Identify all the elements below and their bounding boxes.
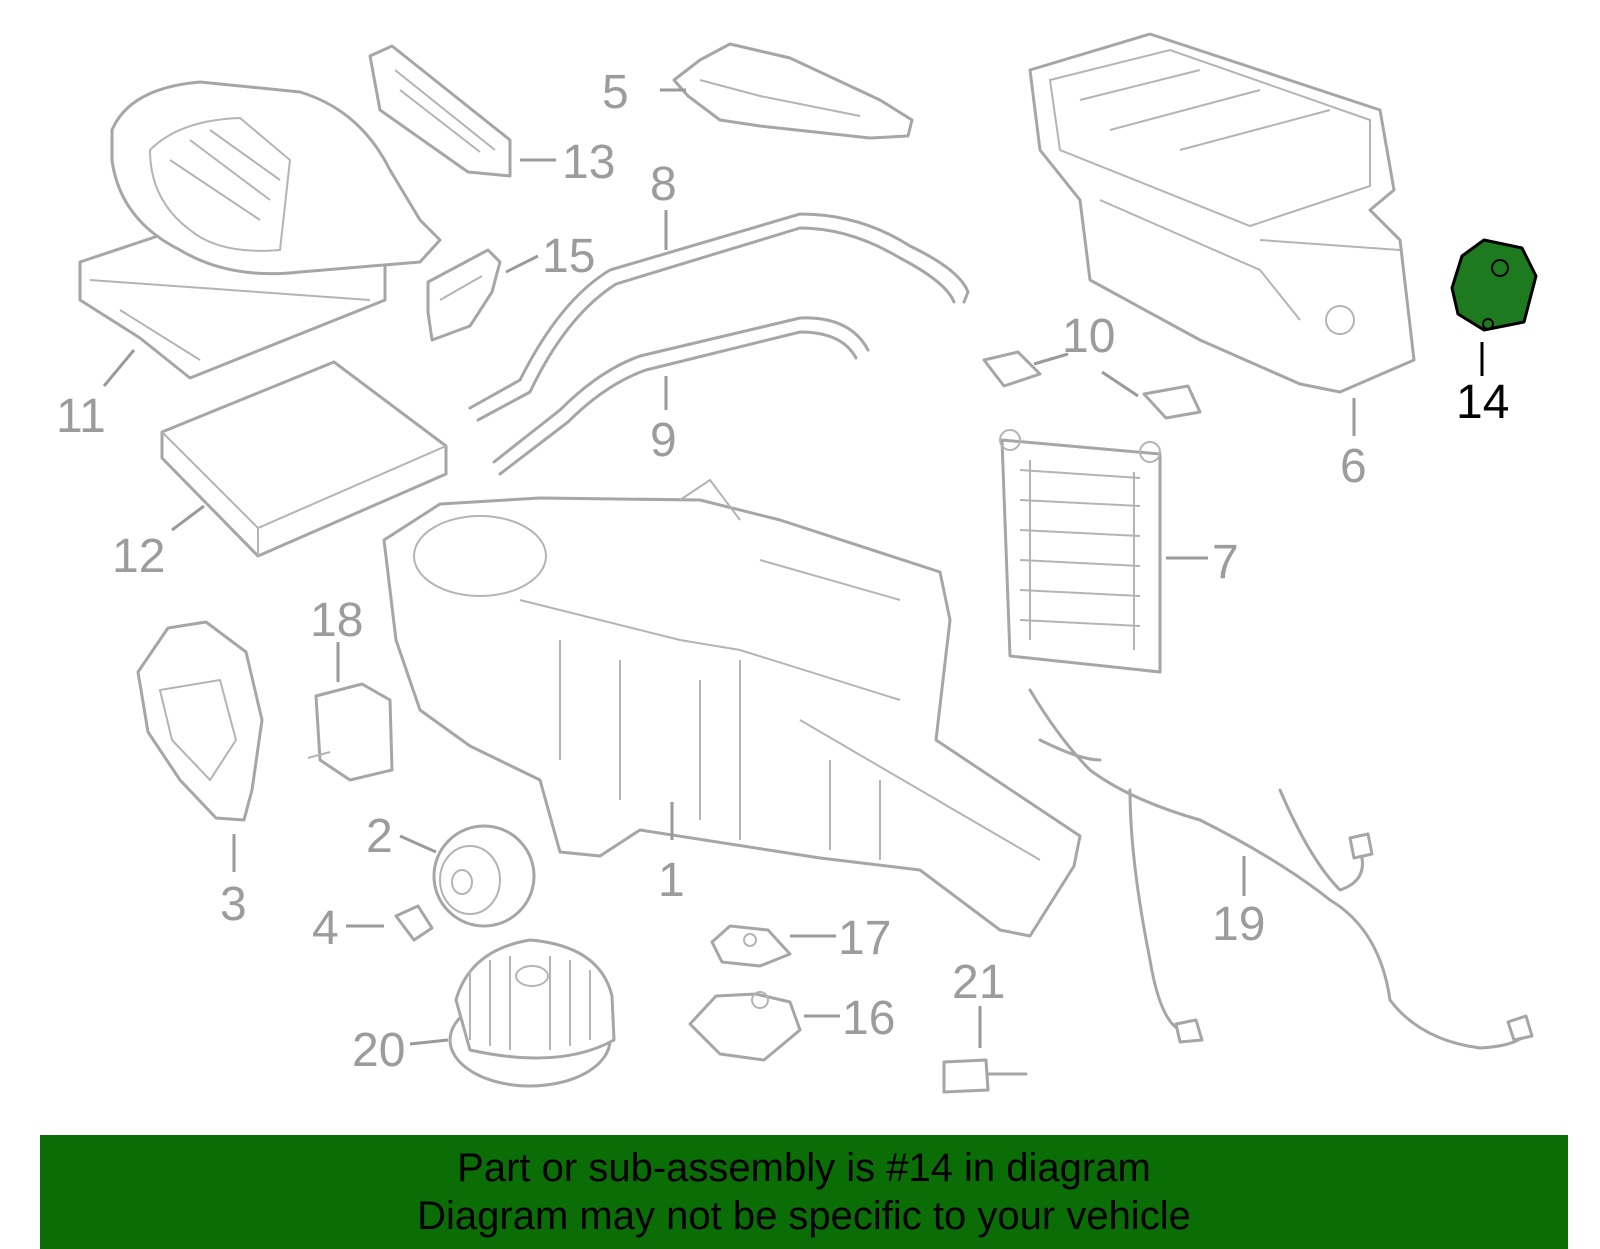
callout-21: 21 xyxy=(952,956,1005,1009)
callout-3: 3 xyxy=(220,878,247,931)
part-18-valve xyxy=(307,682,394,782)
leader-12 xyxy=(171,504,205,532)
part-4-bushing xyxy=(394,904,434,942)
part-10-clips xyxy=(982,350,1202,420)
part-2-motor-plate xyxy=(432,824,536,928)
part-21-sensor xyxy=(942,1058,1028,1094)
part-19-harness xyxy=(1028,688,1534,1050)
part-20-blower xyxy=(448,938,616,1088)
leader-15 xyxy=(505,254,539,274)
leader-10b xyxy=(1101,370,1139,398)
callout-18: 18 xyxy=(310,594,363,647)
part-3-seal xyxy=(136,620,264,822)
callout-17: 17 xyxy=(838,912,891,965)
part-15-bracket xyxy=(426,248,502,342)
leader-lines xyxy=(102,88,1484,1048)
part-14-actuator-highlighted xyxy=(1450,238,1538,332)
callout-16: 16 xyxy=(842,992,895,1045)
part-17-cap xyxy=(710,924,792,968)
callout-19: 19 xyxy=(1212,898,1265,951)
part-12-cabin-filter xyxy=(160,360,448,558)
part-11-inlet-housing xyxy=(78,80,442,380)
callout-14: 14 xyxy=(1456,376,1509,429)
info-banner: Part or sub-assembly is #14 in diagram D… xyxy=(40,1135,1568,1249)
callout-9: 9 xyxy=(650,414,677,467)
callout-2: 2 xyxy=(366,810,393,863)
part-7-heater-core xyxy=(999,429,1162,674)
callout-6: 6 xyxy=(1340,440,1367,493)
leader-2 xyxy=(399,834,437,854)
callout-labels: 5 13 8 15 10 14 11 9 6 12 7 18 2 1 3 19 … xyxy=(56,66,1509,1077)
callout-7: 7 xyxy=(1212,536,1239,589)
callout-5: 5 xyxy=(602,66,629,119)
callout-8: 8 xyxy=(650,158,677,211)
callout-4: 4 xyxy=(312,902,339,955)
banner-line-disclaimer: Diagram may not be specific to your vehi… xyxy=(417,1194,1191,1238)
part-13-bracket xyxy=(368,44,512,178)
part-16-resistor xyxy=(688,991,802,1062)
callout-12: 12 xyxy=(112,530,165,583)
callout-10: 10 xyxy=(1062,310,1115,363)
leader-11 xyxy=(102,349,136,387)
callout-20: 20 xyxy=(352,1024,405,1077)
callout-13: 13 xyxy=(562,136,615,189)
callout-1: 1 xyxy=(658,854,685,907)
part-9-hose xyxy=(492,316,870,476)
leader-20 xyxy=(409,1038,449,1046)
part-6-hvac-case xyxy=(1028,32,1416,394)
callout-11: 11 xyxy=(56,390,106,443)
part-5-duct xyxy=(672,42,914,140)
part-1-main-housing xyxy=(382,478,1082,938)
part-8-hose xyxy=(468,212,970,422)
callout-15: 15 xyxy=(542,230,595,283)
leader-10a xyxy=(1033,352,1069,366)
banner-line-part-number: Part or sub-assembly is #14 in diagram xyxy=(457,1146,1151,1190)
